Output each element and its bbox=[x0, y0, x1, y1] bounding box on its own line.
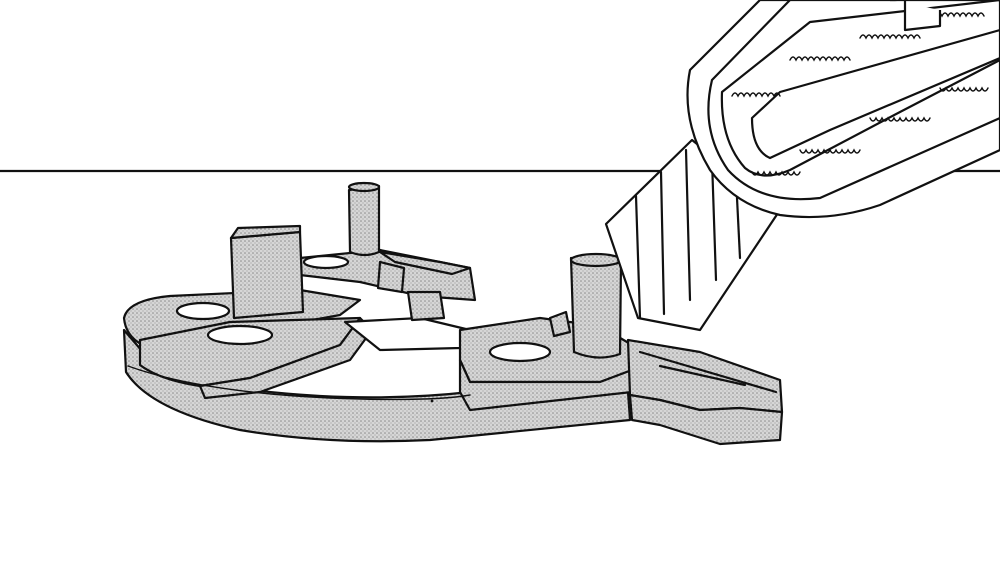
part-center-connector bbox=[406, 290, 446, 322]
blade-snap-line-2 bbox=[659, 170, 666, 316]
blade-snap-line-4 bbox=[710, 158, 718, 282]
part-pin-right bbox=[569, 256, 623, 359]
part-hole-2 bbox=[206, 324, 274, 346]
knife-slider-track bbox=[750, 28, 1000, 160]
part-stud bbox=[548, 310, 572, 338]
slider-serration-bottom bbox=[751, 86, 989, 176]
knife-slider-button bbox=[890, 0, 942, 32]
part-small-clip bbox=[376, 260, 406, 294]
knife-handle-bevel bbox=[707, 0, 1000, 201]
slider-serration-top bbox=[731, 12, 985, 98]
part-hole-3 bbox=[302, 254, 350, 270]
plastic-part bbox=[122, 181, 784, 446]
part-right-tip-bottom bbox=[628, 393, 784, 446]
part-hole-4 bbox=[488, 341, 552, 363]
part-left-block bbox=[229, 230, 305, 320]
part-hole-1 bbox=[175, 301, 231, 321]
utility-knife bbox=[604, 0, 1000, 332]
part-back-rail-top bbox=[378, 250, 472, 276]
part-pin-back bbox=[347, 184, 381, 257]
part-center-opening bbox=[343, 316, 472, 352]
blade-snap-line-3 bbox=[684, 148, 692, 302]
part-left-block-top bbox=[229, 224, 302, 240]
blade-snap-line-1 bbox=[634, 194, 642, 320]
